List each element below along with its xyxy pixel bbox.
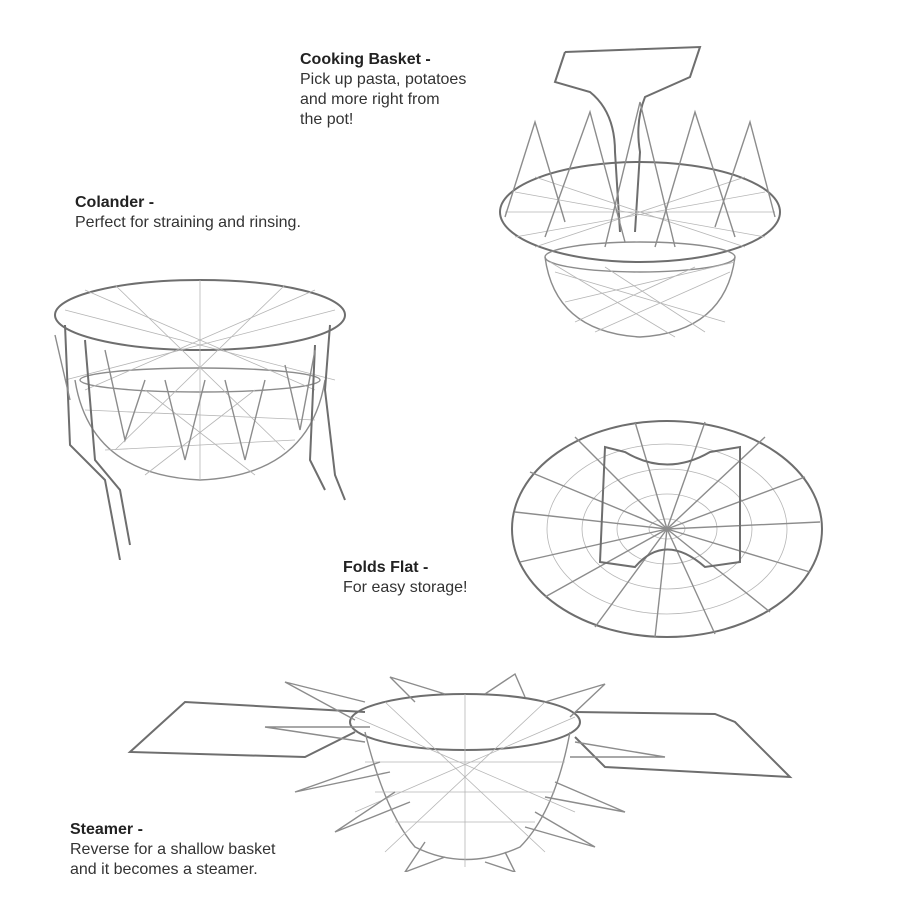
steamer-image: [125, 672, 795, 872]
cooking-basket-description: Pick up pasta, potatoes and more right f…: [300, 71, 467, 128]
folds-flat-title: Folds Flat -: [343, 559, 429, 576]
folds-flat-illustration: [511, 420, 823, 638]
folds-flat-image: [505, 412, 830, 647]
cooking-basket-title: Cooking Basket -: [300, 51, 431, 68]
steamer-caption: Steamer - Reverse for a shallow basket a…: [70, 820, 275, 880]
colander-caption: Colander - Perfect for straining and rin…: [75, 193, 301, 233]
folds-flat-caption: Folds Flat - For easy storage!: [343, 558, 468, 598]
colander-illustration: [54, 279, 346, 560]
folds-flat-description: For easy storage!: [343, 579, 468, 596]
colander-title: Colander -: [75, 194, 155, 211]
colander-image: [45, 270, 355, 560]
cooking-basket-caption: Cooking Basket - Pick up pasta, potatoes…: [300, 50, 466, 130]
steamer-title: Steamer -: [70, 821, 143, 838]
colander-description: Perfect for straining and rinsing.: [75, 214, 301, 231]
steamer-description: Reverse for a shallow basket and it beco…: [70, 841, 276, 878]
steamer-illustration: [127, 672, 793, 872]
cooking-basket-illustration: [499, 45, 781, 338]
cooking-basket-image: [495, 42, 785, 342]
